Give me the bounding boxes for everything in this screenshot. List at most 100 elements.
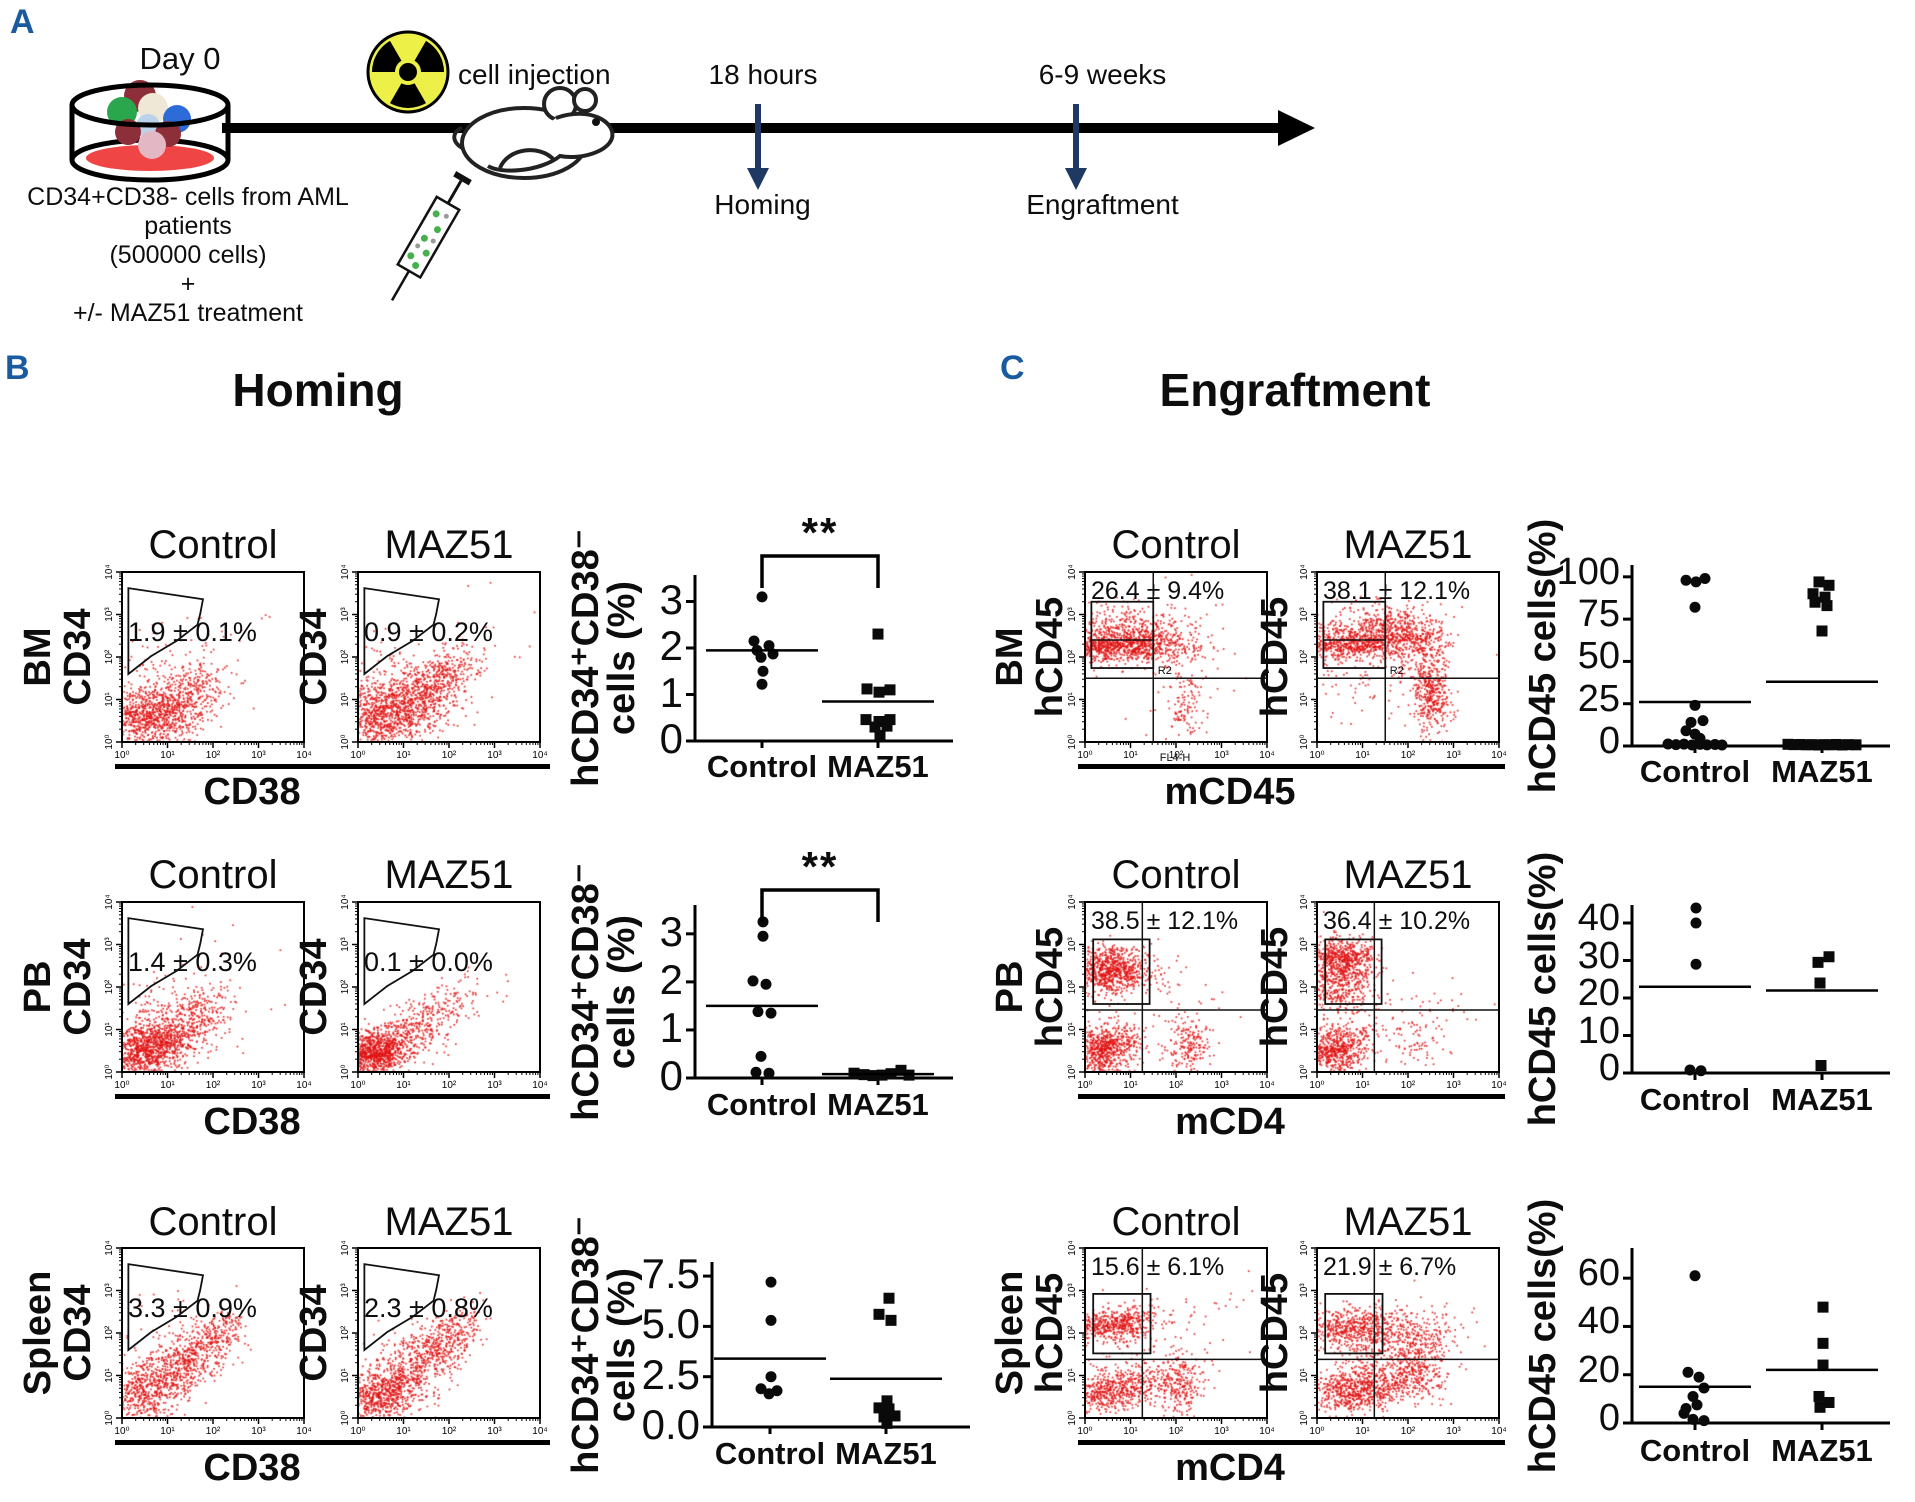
scatter-category-label: Control [706, 749, 818, 784]
row-label: BM [989, 627, 1031, 687]
data-point-circle [765, 1314, 777, 1326]
log-tick-label: 10² [206, 1426, 221, 1437]
scatter-ytick-label: 0 [1598, 1397, 1620, 1439]
flow-yaxis-label: CD34 [293, 608, 335, 706]
scatter-category-label: MAZ51 [1771, 1082, 1873, 1117]
log-tick-label: 10³ [251, 1426, 266, 1437]
data-point-square [867, 1070, 879, 1082]
log-tick-label: 10³ [104, 607, 115, 622]
log-tick-label: 10² [1067, 1325, 1078, 1340]
log-tick-label: 10¹ [1123, 750, 1138, 761]
dish-caption: CD34+CD38- cells from AML patients (5000… [8, 183, 368, 328]
data-point-square [1813, 576, 1825, 588]
data-point-square [1817, 1301, 1829, 1313]
flow-yaxis-label: hCD45 [1254, 596, 1296, 718]
row-label: Spleen [989, 1270, 1031, 1396]
flow-xaxis-label: CD38 [203, 1447, 301, 1489]
scatter-category-label: Control [714, 1436, 826, 1471]
scatter-ytick-label: 0 [1598, 720, 1620, 762]
log-tick-label: 10¹ [396, 1080, 411, 1091]
timeline-6-9weeks-label: 6-9 weeks [1038, 59, 1167, 90]
flow-col-header-maz51: MAZ51 [384, 523, 514, 567]
flow-xaxis-bar [1078, 764, 1505, 769]
scatter-category-label: MAZ51 [827, 1087, 929, 1122]
gate-percentage: 2.3 ± 0.8% [364, 1293, 493, 1323]
scatter-ylabel: hCD45 cells(%) [1522, 851, 1564, 1127]
row-label: BM [17, 627, 59, 687]
log-tick-label: 10³ [251, 750, 266, 761]
flow-gate-polygon [363, 917, 441, 1006]
data-point-circle [1684, 1064, 1696, 1076]
flow-yaxis-label: hCD45 [1029, 1272, 1071, 1394]
gate-percentage: 3.3 ± 0.9% [128, 1293, 257, 1323]
data-point-circle [1678, 1407, 1690, 1419]
log-tick-label: 10⁰ [1077, 750, 1092, 761]
data-point-square [1814, 977, 1826, 989]
data-point-circle [748, 635, 760, 647]
log-tick-label: 10² [442, 1080, 457, 1091]
data-point-circle [763, 1388, 775, 1400]
log-tick-label: 10² [1067, 649, 1078, 664]
flow-yaxis-label: CD34 [293, 1284, 335, 1382]
scatter-category-label: Control [1639, 754, 1751, 789]
fl4h-axis-label: FL4-H [1159, 752, 1191, 764]
gate-percentage: 36.4 ± 10.2% [1323, 907, 1471, 935]
flow-col-header-control: Control [148, 523, 278, 567]
data-point-square [1782, 738, 1794, 750]
log-tick-label: 10⁴ [1067, 564, 1078, 579]
log-tick-label: 10² [442, 750, 457, 761]
data-point-square [1815, 1060, 1827, 1071]
flow-gate-rect [1092, 1293, 1152, 1355]
timeline-day0-label: Day 0 [139, 41, 221, 76]
scatter-ytick-label: 3 [659, 575, 683, 623]
log-tick-label: 10¹ [1123, 1080, 1138, 1091]
scatter-ytick-label: 20 [1577, 972, 1620, 1014]
log-tick-label: 10⁰ [114, 1426, 129, 1437]
flow-xaxis-label: mCD4 [1175, 1101, 1285, 1143]
log-tick-label: 10² [1169, 750, 1184, 761]
timeline-homing-label: Homing [714, 189, 811, 220]
log-tick-label: 10¹ [104, 1022, 115, 1037]
significance-bracket [760, 888, 880, 922]
scatter-ylabel: hCD45 cells(%) [1522, 518, 1564, 793]
data-point-circle [750, 1066, 762, 1078]
event-down-arrowhead-icon [747, 168, 769, 190]
log-tick-label: 10³ [1067, 937, 1078, 952]
data-point-circle [757, 930, 769, 942]
flow-yaxis-label: hCD45 [1029, 596, 1071, 718]
data-point-circle [752, 1006, 764, 1018]
log-tick-label: 10⁴ [532, 750, 547, 761]
scatter-ylabel: hCD45 cells(%) [1522, 1198, 1564, 1473]
data-point-circle [1691, 1399, 1703, 1411]
log-tick-label: 10⁴ [340, 564, 351, 579]
log-tick-label: 10⁴ [1259, 1080, 1274, 1091]
log-tick-label: 10² [1299, 1325, 1310, 1340]
scatter-ytick-label: 10 [1577, 1009, 1620, 1052]
log-tick-label: 10² [1299, 649, 1310, 664]
log-tick-label: 10⁴ [1491, 1426, 1506, 1437]
data-point-square [1836, 739, 1848, 751]
scatter-category-label: MAZ51 [835, 1436, 937, 1471]
data-point-square [884, 714, 896, 726]
log-tick-label: 10¹ [160, 750, 175, 761]
data-point-square [881, 1417, 893, 1429]
flow-col-header-maz51: MAZ51 [1343, 1200, 1473, 1244]
homing-title: Homing [232, 364, 404, 416]
data-point-square [878, 1411, 890, 1423]
data-point-square [883, 1403, 895, 1415]
scatter-ytick-label: 60 [1577, 1252, 1620, 1295]
log-tick-label: 10⁴ [1067, 894, 1078, 909]
data-point-circle [1690, 576, 1702, 588]
log-tick-label: 10¹ [1299, 1368, 1310, 1383]
data-point-circle [1695, 1065, 1707, 1077]
data-point-square [881, 720, 893, 732]
data-point-circle [1680, 574, 1692, 586]
flow-gate-polygon [363, 587, 441, 676]
flow-col-header-control: Control [148, 853, 278, 897]
log-tick-label: 10¹ [160, 1426, 175, 1437]
log-tick-label: 10² [104, 649, 115, 664]
log-tick-label: 10¹ [1123, 1426, 1138, 1437]
data-point-square [1823, 951, 1835, 963]
significance-stars: ** [801, 509, 839, 556]
